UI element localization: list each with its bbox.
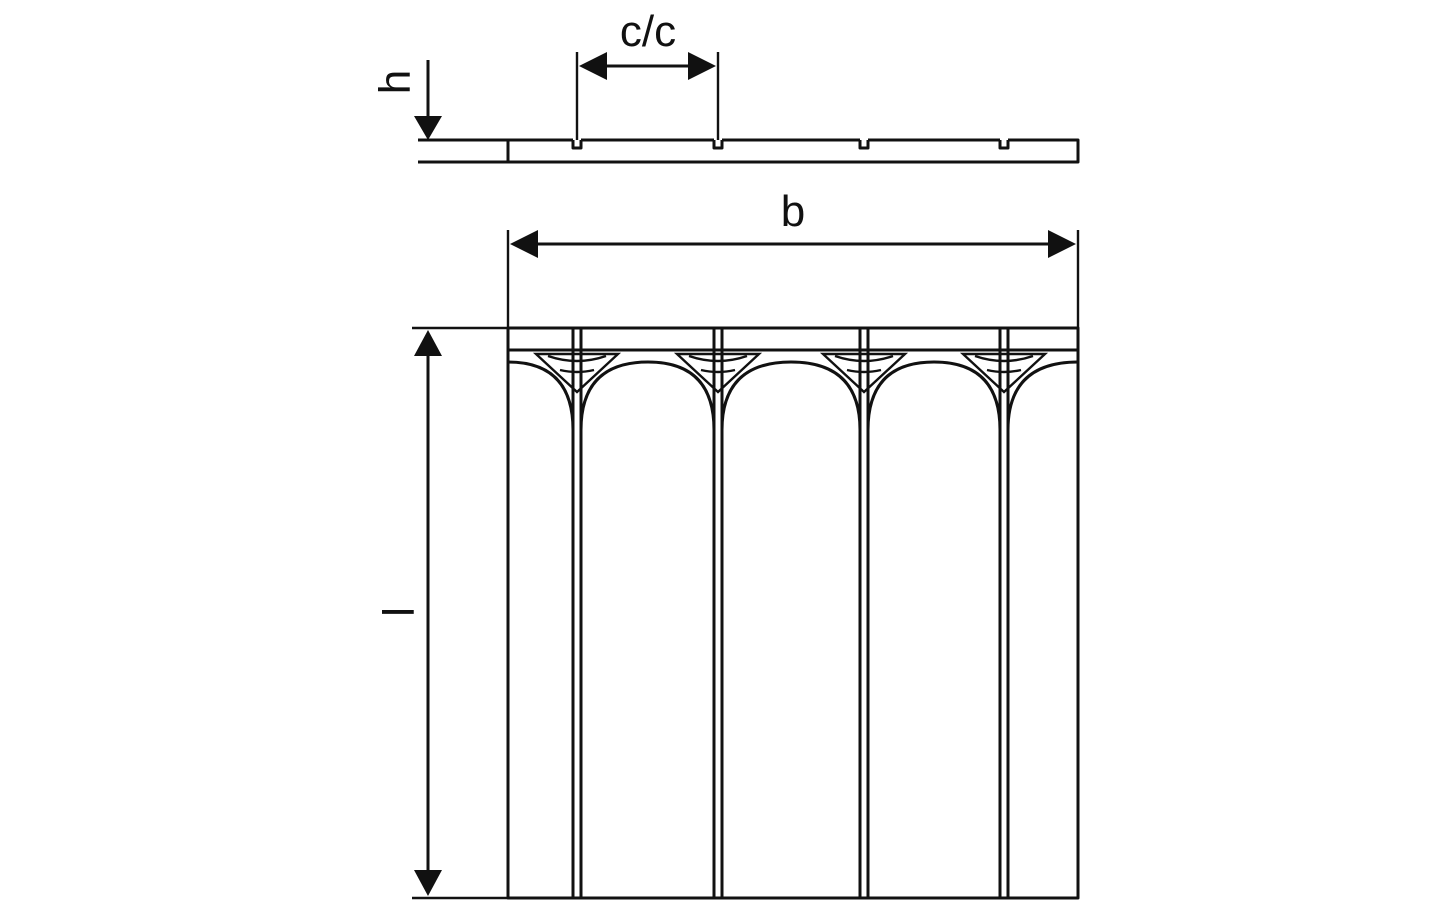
cross-fitting	[819, 352, 909, 394]
arch-top	[720, 360, 862, 431]
width-label: b	[781, 187, 805, 236]
arch-top	[1006, 360, 1079, 431]
groove-channel	[998, 328, 1010, 898]
side-view-groove	[712, 140, 724, 150]
groove-channels	[571, 328, 1010, 898]
side-view-groove	[858, 140, 870, 150]
center-spacing-arrow-right	[688, 52, 716, 80]
plan-view: b l	[375, 187, 1080, 900]
height-label: h	[371, 70, 420, 94]
side-view: h c/c	[371, 7, 1080, 164]
side-view-profile	[418, 138, 1080, 164]
cross-fitting	[673, 352, 763, 394]
height-arrow-head	[414, 116, 442, 140]
cross-fitting	[959, 352, 1049, 394]
center-spacing-label: c/c	[620, 7, 676, 56]
side-view-groove	[571, 140, 583, 150]
width-arrow-right	[1048, 230, 1076, 258]
arch-top	[579, 360, 716, 431]
cross-fitting	[532, 352, 622, 394]
groove-channel	[571, 328, 583, 898]
length-arrow-bottom	[414, 870, 442, 896]
arch-top	[866, 360, 1002, 431]
width-arrow-left	[510, 230, 538, 258]
groove-channel	[858, 328, 870, 898]
center-spacing-arrow-left	[579, 52, 607, 80]
length-arrow-top	[414, 330, 442, 356]
arch-top	[507, 360, 575, 431]
side-view-groove	[998, 140, 1010, 150]
panel-outline	[506, 326, 1080, 900]
arch-tops	[507, 360, 1079, 431]
groove-channel	[712, 328, 724, 898]
length-label: l	[375, 607, 424, 617]
cross-fittings	[532, 352, 1049, 394]
